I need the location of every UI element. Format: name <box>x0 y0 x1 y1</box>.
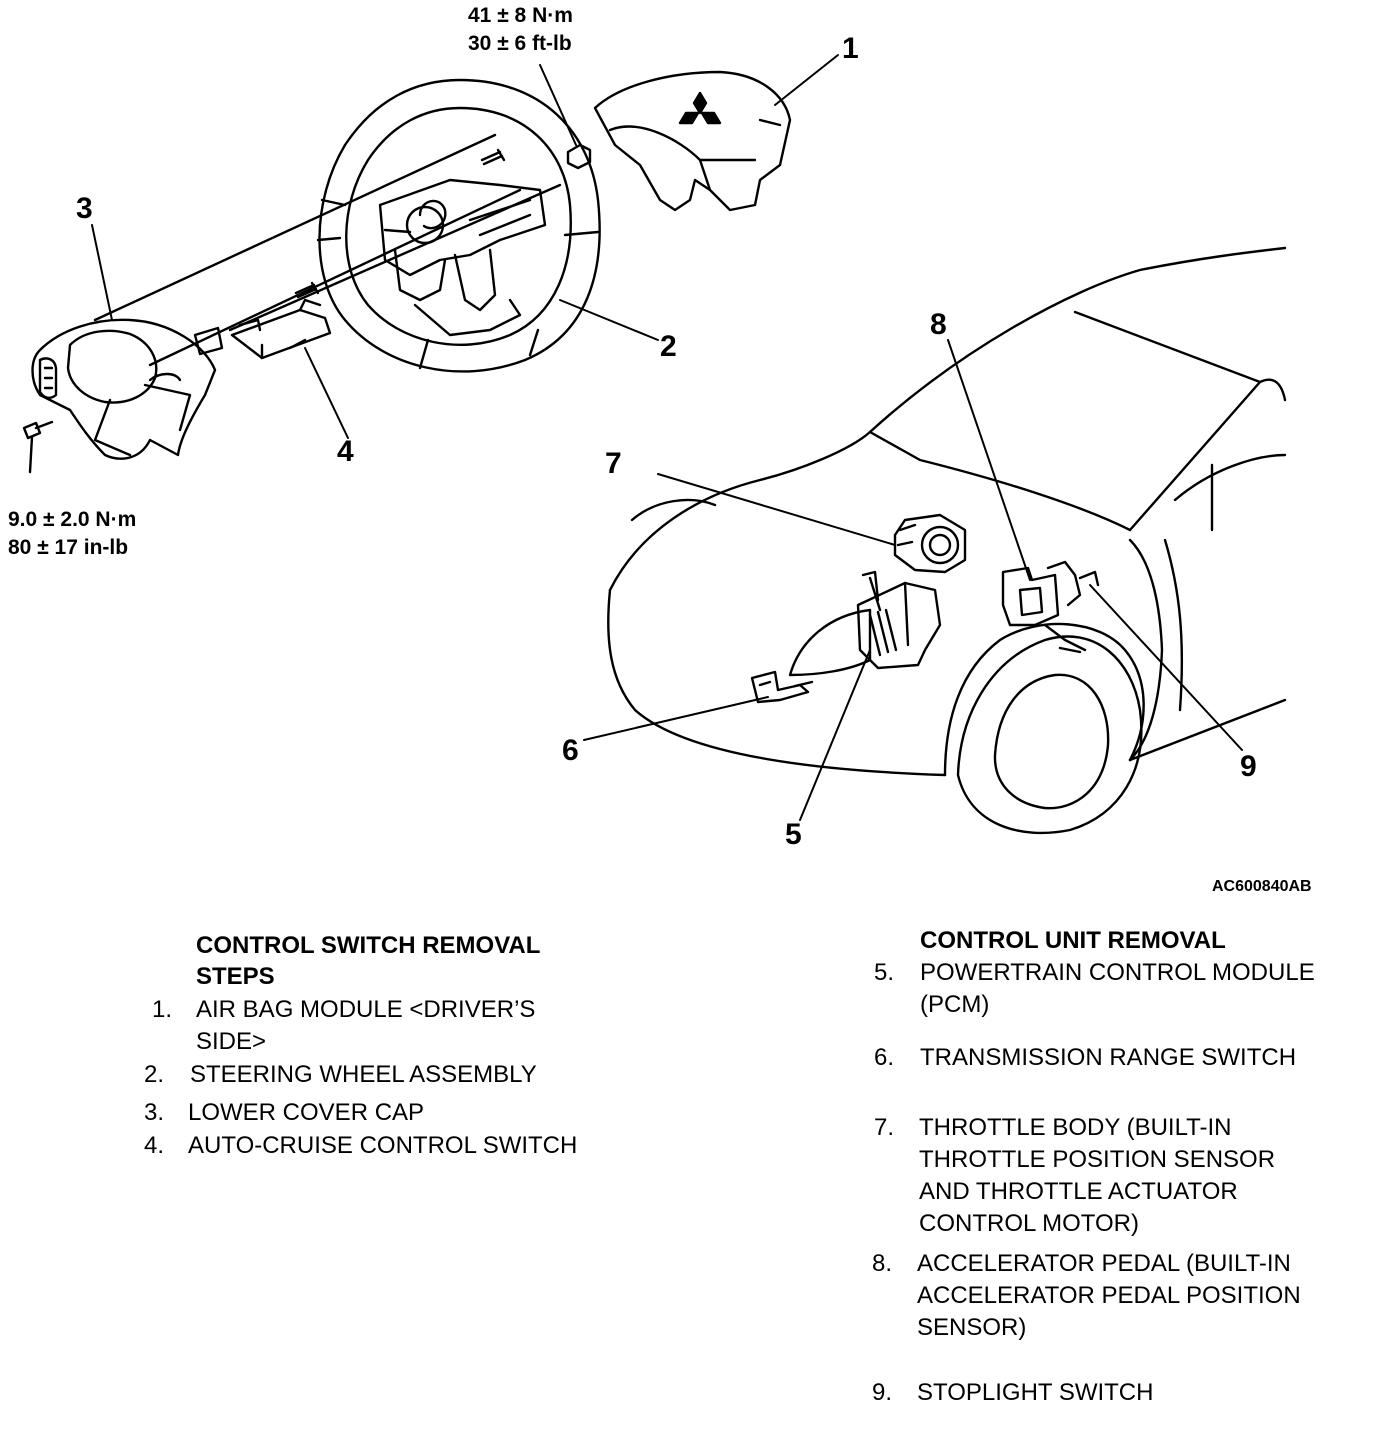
control-unit-heading: CONTROL UNIT REMOVAL <box>920 927 1226 954</box>
step-4: 4. AUTO-CRUISE CONTROL SWITCH <box>144 1130 634 1162</box>
step-text-line: SENSOR) <box>917 1314 1027 1341</box>
callout-8: 8 <box>930 308 947 341</box>
air-bag-module-drawing <box>593 70 792 212</box>
step-text-line: AIR BAG MODULE <DRIVER’S <box>196 996 536 1023</box>
step-text: AIR BAG MODULE <DRIVER’S SIDE> <box>196 994 535 1058</box>
torque-left-metric: 9.0 ± 2.0 N·m <box>8 508 137 531</box>
step-text: STEERING WHEEL ASSEMBLY <box>190 1061 537 1088</box>
step-text: THROTTLE BODY (BUILT-IN THROTTLE POSITIO… <box>919 1112 1275 1240</box>
control-switch-heading-line2: STEPS <box>196 963 275 990</box>
step-text-line: AND THROTTLE ACTUATOR <box>919 1178 1238 1205</box>
callout-2: 2 <box>660 330 677 363</box>
step-text: ACCELERATOR PEDAL (BUILT-IN ACCELERATOR … <box>917 1248 1301 1344</box>
control-switch-heading: CONTROL SWITCH REMOVAL STEPS <box>196 930 540 992</box>
callout-1: 1 <box>842 32 859 65</box>
steering-column-drawing <box>22 133 562 474</box>
callout-6: 6 <box>562 734 579 767</box>
component-illustration <box>22 54 1287 835</box>
transmission-range-switch-drawing <box>750 670 814 704</box>
torque-top-imperial: 30 ± 6 ft-lb <box>468 32 572 55</box>
callout-7: 7 <box>605 447 622 480</box>
step-number: 3. <box>144 1099 165 1126</box>
step-text: STOPLIGHT SWITCH <box>917 1379 1154 1406</box>
step-number: 1. <box>152 996 173 1023</box>
step-text: TRANSMISSION RANGE SWITCH <box>920 1044 1297 1071</box>
step-number: 8. <box>872 1250 893 1277</box>
step-text-line: POWERTRAIN CONTROL MODULE <box>920 959 1315 986</box>
accelerator-pedal-drawing <box>1001 560 1100 654</box>
step-9: 9. STOPLIGHT SWITCH <box>872 1377 1352 1409</box>
step-text: POWERTRAIN CONTROL MODULE (PCM) <box>920 957 1315 1021</box>
step-number: 6. <box>874 1044 895 1071</box>
step-2: 2. STEERING WHEEL ASSEMBLY <box>144 1059 614 1091</box>
control-switch-heading-line1: CONTROL SWITCH REMOVAL <box>196 932 541 959</box>
step-text-line: THROTTLE BODY (BUILT-IN <box>919 1114 1232 1141</box>
torque-spec-top: 41 ± 8 N·m 30 ± 6 ft-lb <box>468 2 573 58</box>
car-body-drawing <box>607 246 1287 835</box>
step-text: AUTO-CRUISE CONTROL SWITCH <box>188 1132 578 1159</box>
step-text-line: SIDE> <box>196 1028 267 1055</box>
step-7: 7. THROTTLE BODY (BUILT-IN THROTTLE POSI… <box>874 1112 1354 1240</box>
step-6: 6. TRANSMISSION RANGE SWITCH <box>874 1042 1354 1074</box>
auto-cruise-switch-drawing <box>230 298 332 360</box>
step-5: 5. POWERTRAIN CONTROL MODULE (PCM) <box>874 957 1354 1021</box>
torque-spec-left: 9.0 ± 2.0 N·m 80 ± 17 in-lb <box>8 506 136 562</box>
callout-4: 4 <box>337 435 354 468</box>
step-text-line: (PCM) <box>920 991 990 1018</box>
torque-left-imperial: 80 ± 17 in-lb <box>8 536 129 559</box>
leader-lines <box>91 54 1243 821</box>
figure-id: AC600840AB <box>1212 878 1312 895</box>
callout-3: 3 <box>76 192 93 225</box>
step-number: 9. <box>872 1379 893 1406</box>
callout-9: 9 <box>1240 750 1257 783</box>
step-number: 4. <box>144 1132 165 1159</box>
step-text-line: CONTROL MOTOR) <box>919 1210 1139 1237</box>
step-number: 5. <box>874 959 895 986</box>
step-text: LOWER COVER CAP <box>188 1099 425 1126</box>
step-text-line: ACCELERATOR PEDAL (BUILT-IN <box>917 1250 1291 1277</box>
step-8: 8. ACCELERATOR PEDAL (BUILT-IN ACCELERAT… <box>872 1248 1362 1344</box>
step-1: 1. AIR BAG MODULE <DRIVER’S SIDE> <box>152 994 622 1058</box>
throttle-body-drawing <box>893 513 967 574</box>
step-number: 2. <box>144 1061 165 1088</box>
step-text-line: THROTTLE POSITION SENSOR <box>919 1146 1276 1173</box>
pcm-drawing <box>856 570 942 670</box>
step-number: 7. <box>874 1114 895 1141</box>
steering-wheel-drawing <box>316 78 601 373</box>
step-3: 3. LOWER COVER CAP <box>144 1097 614 1129</box>
torque-top-metric: 41 ± 8 N·m <box>468 4 573 27</box>
step-text-line: ACCELERATOR PEDAL POSITION <box>917 1282 1301 1309</box>
callout-5: 5 <box>785 818 802 851</box>
